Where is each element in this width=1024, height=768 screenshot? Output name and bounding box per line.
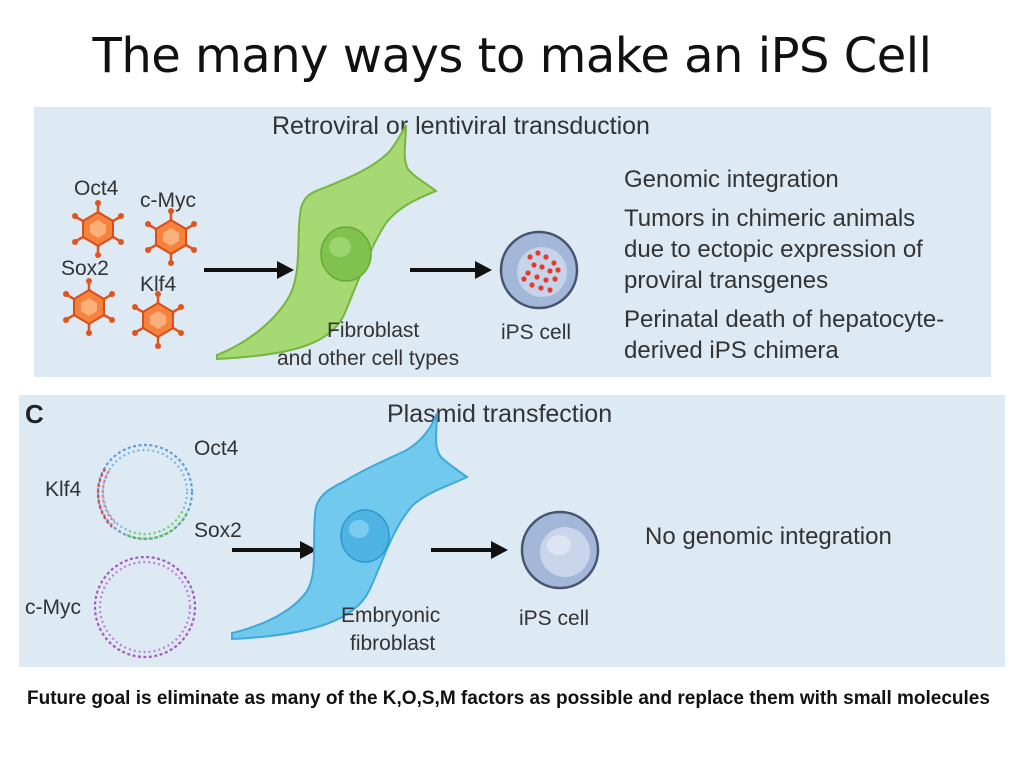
fibroblast-cell-icon bbox=[216, 124, 438, 361]
plasmid-panel-header: Plasmid transfection bbox=[387, 400, 613, 428]
c-myc-label: c-Myc bbox=[140, 189, 196, 212]
viral-transduction-panel: Retroviral or lentiviral transduction Oc… bbox=[34, 107, 991, 377]
ips-cell-label: iPS cell bbox=[501, 321, 572, 344]
ips-cell-icon bbox=[499, 230, 579, 310]
c-myc-virus-icon bbox=[143, 206, 199, 268]
panel-letter: C bbox=[25, 399, 44, 429]
sox2-virus-icon bbox=[61, 276, 117, 338]
embryonic-fibroblast-cell-icon bbox=[231, 412, 469, 641]
consequence-tumors-line-3: proviral transgenes bbox=[624, 267, 829, 294]
fibroblast-label: Fibroblast bbox=[327, 319, 420, 342]
consequence-no-genomic-integration: No genomic integration bbox=[645, 523, 892, 550]
plasmid-diagram-graphics bbox=[93, 412, 600, 659]
slide-title: The many ways to make an iPS Cell bbox=[92, 28, 932, 84]
viral-panel-header: Retroviral or lentiviral transduction bbox=[272, 112, 650, 140]
klf4-virus-icon bbox=[130, 289, 186, 351]
consequence-perinatal-line-2: derived iPS chimera bbox=[624, 337, 839, 364]
plasmid-transfection-panel: C Plasmid transfection Oct4 Klf4 Sox2 c-… bbox=[19, 395, 1005, 667]
kos-plasmid-icon bbox=[96, 443, 194, 541]
viral-diagram-graphics bbox=[61, 124, 579, 361]
consequence-tumors-line-1: Tumors in chimeric animals bbox=[624, 205, 916, 232]
embryonic-label: Embryonic bbox=[341, 604, 441, 627]
arrow-icon bbox=[204, 261, 294, 279]
plasmid-oct4-label: Oct4 bbox=[194, 437, 239, 460]
arrow-icon bbox=[410, 261, 492, 279]
footer-note: Future goal is eliminate as many of the … bbox=[27, 688, 990, 709]
plasmid-sox2-label: Sox2 bbox=[194, 519, 242, 542]
ips-cell-label: iPS cell bbox=[519, 607, 590, 630]
consequence-perinatal-line-1: Perinatal death of hepatocyte- bbox=[624, 306, 945, 333]
plasmid-c-myc-label: c-Myc bbox=[25, 596, 81, 619]
c-myc-plasmid-icon bbox=[93, 555, 197, 659]
klf4-label: Klf4 bbox=[140, 273, 177, 296]
arrow-icon bbox=[431, 541, 508, 559]
arrow-icon bbox=[232, 541, 317, 559]
consequence-genomic-integration: Genomic integration bbox=[624, 166, 839, 193]
ips-cell-icon bbox=[520, 510, 600, 590]
oct4-virus-icon bbox=[70, 198, 126, 260]
plasmid-klf4-label: Klf4 bbox=[45, 478, 82, 501]
other-cell-types-label: and other cell types bbox=[277, 347, 460, 370]
sox2-label: Sox2 bbox=[61, 257, 109, 280]
consequence-tumors-line-2: due to ectopic expression of bbox=[624, 236, 923, 263]
fibroblast-label: fibroblast bbox=[350, 632, 436, 655]
oct4-label: Oct4 bbox=[74, 177, 119, 200]
